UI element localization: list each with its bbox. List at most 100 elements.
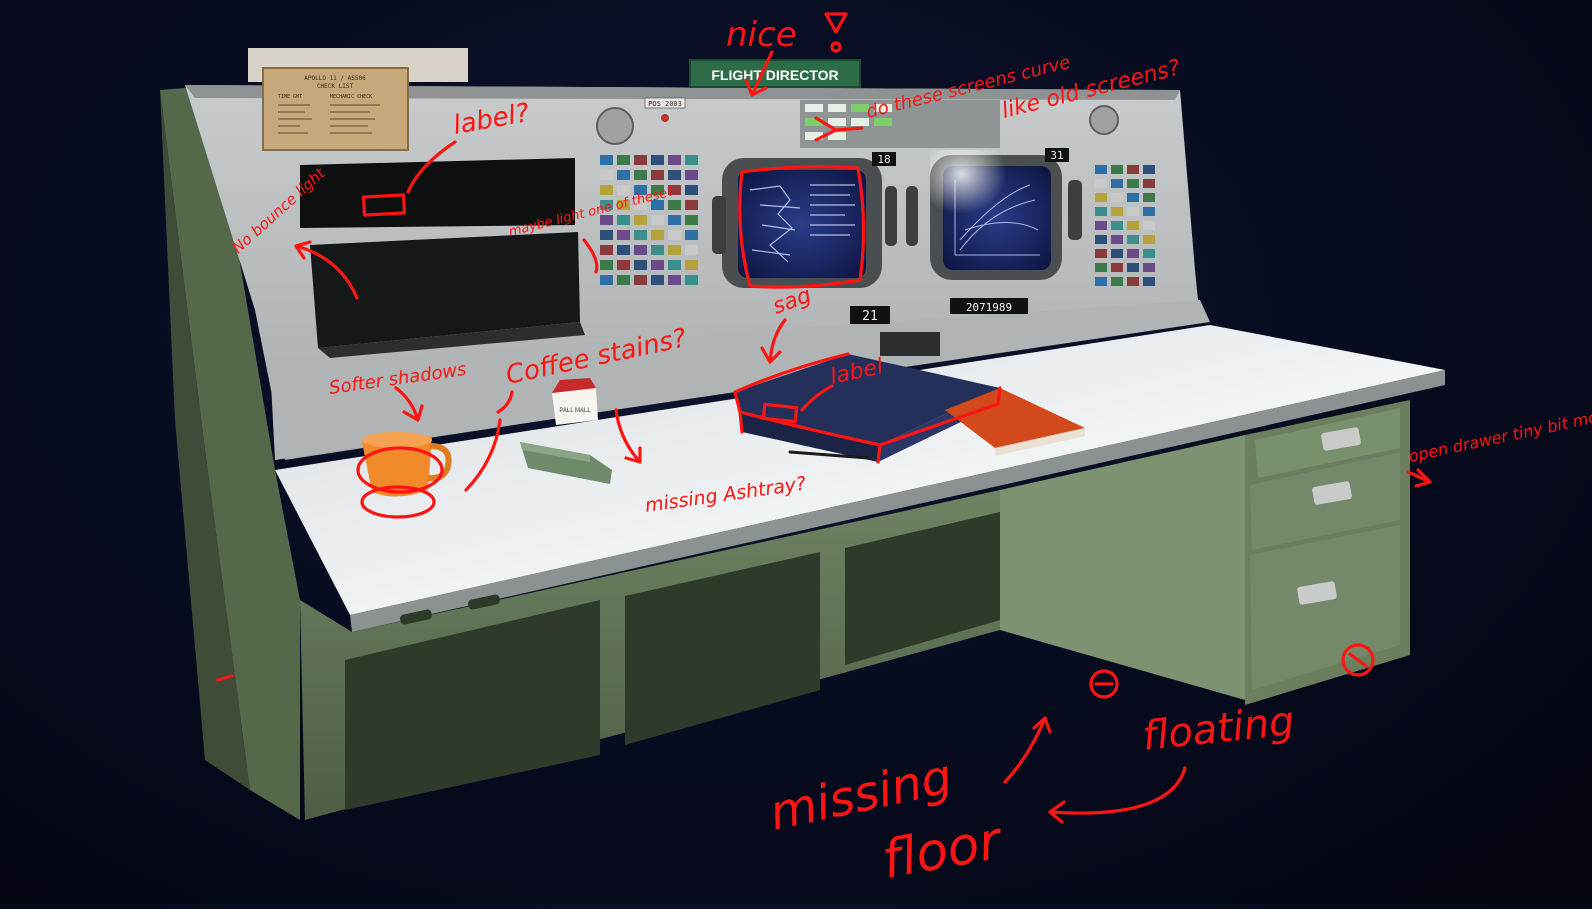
panel-button	[668, 170, 681, 180]
panel-button	[1127, 235, 1139, 244]
rotary-dial-left-icon	[596, 107, 634, 145]
checklist-col-left: TIME GMT	[278, 94, 302, 100]
counter-mid-small: 21	[862, 309, 878, 324]
pos-placard: POS 2003	[644, 97, 686, 122]
panel-button	[1095, 249, 1107, 258]
panel-button	[634, 230, 647, 240]
panel-button	[1127, 179, 1139, 188]
panel-button	[685, 185, 698, 195]
panel-button	[685, 215, 698, 225]
panel-button	[685, 200, 698, 210]
annotation-marks	[216, 12, 1432, 824]
panel-button	[668, 215, 681, 225]
checklist-subtitle: CHECK LIST	[317, 83, 354, 90]
panel-button	[1143, 165, 1155, 174]
panel-button	[1111, 193, 1123, 202]
panel-button	[1111, 235, 1123, 244]
panel-button	[600, 170, 613, 180]
panel-button	[1095, 221, 1107, 230]
panel-button	[668, 185, 681, 195]
panel-button	[668, 155, 681, 165]
panel-button	[1143, 207, 1155, 216]
panel-button	[617, 260, 630, 270]
panel-button	[600, 230, 613, 240]
checklist-plaque: APOLLO 11 / AS506 CHECK LIST TIME GMT ME…	[248, 48, 468, 151]
panel-button	[634, 185, 647, 195]
panel-button	[1111, 179, 1123, 188]
panel-button	[1143, 263, 1155, 272]
annotation-open-drawer: open drawer tiny bit more	[1407, 404, 1592, 466]
panel-button	[1095, 193, 1107, 202]
annotation-floating: floating	[1140, 698, 1296, 760]
annotation-floor: floor	[878, 810, 1009, 890]
panel-button	[651, 275, 664, 285]
panel-button	[651, 230, 664, 240]
panel-button	[685, 275, 698, 285]
stapler	[520, 442, 612, 484]
panel-button	[1127, 277, 1139, 286]
panel-button	[1111, 165, 1123, 174]
flight-director-sign: FLIGHT DIRECTOR	[689, 59, 861, 88]
panel-button	[1095, 165, 1107, 174]
panel-button	[600, 200, 613, 210]
panel-button	[651, 155, 664, 165]
panel-button	[1127, 193, 1139, 202]
panel-button	[1127, 263, 1139, 272]
panel-button	[668, 275, 681, 285]
panel-button	[651, 185, 664, 195]
panel-button	[617, 185, 630, 195]
panel-button	[651, 170, 664, 180]
panel-button	[600, 215, 613, 225]
pen	[788, 450, 870, 460]
counter-left-top: 18	[877, 153, 890, 166]
sign-text: FLIGHT DIRECTOR	[711, 67, 838, 83]
panel-button	[668, 230, 681, 240]
checklist-col-right: MECHANIC CHECK	[330, 94, 372, 100]
panel-button	[685, 170, 698, 180]
panel-button	[1127, 207, 1139, 216]
panel-button	[617, 245, 630, 255]
panel-button	[1095, 207, 1107, 216]
panel-button	[685, 245, 698, 255]
panel-button	[1111, 263, 1123, 272]
cigarette-pack-text: PALL MALL	[559, 408, 591, 414]
panel-button	[1127, 249, 1139, 258]
cabinet-front	[300, 490, 1000, 820]
panel-button	[634, 170, 647, 180]
panel-button	[1127, 165, 1139, 174]
panel-button	[1095, 179, 1107, 188]
crt-screen-right	[930, 150, 1062, 280]
counter-mid-long: 2071989	[966, 301, 1012, 314]
rotary-dial-right-icon	[1089, 105, 1119, 135]
panel-button	[651, 245, 664, 255]
panel-button	[600, 185, 613, 195]
panel-button	[1095, 263, 1107, 272]
panel-button	[651, 200, 664, 210]
panel-button	[600, 155, 613, 165]
panel-button	[651, 260, 664, 270]
panel-button	[634, 215, 647, 225]
panel-button	[617, 275, 630, 285]
panel-button	[1111, 277, 1123, 286]
panel-button	[685, 260, 698, 270]
panel-button	[617, 155, 630, 165]
panel-button	[1143, 179, 1155, 188]
top-switch-bank	[800, 100, 1000, 148]
right-button-matrix	[1095, 165, 1155, 286]
panel-button	[1111, 221, 1123, 230]
counter-displays: 18 31 21 2071989	[850, 148, 1069, 356]
panel-button	[634, 200, 647, 210]
panel-button	[1143, 249, 1155, 258]
panel-button	[600, 260, 613, 270]
annotation-nice: nice	[726, 15, 797, 55]
crt-screen-left	[722, 158, 882, 288]
counter-right-top: 31	[1050, 149, 1063, 162]
panel-button	[634, 155, 647, 165]
panel-button	[1111, 249, 1123, 258]
panel-button	[1143, 221, 1155, 230]
placard-text: POS 2003	[648, 100, 682, 108]
panel-button	[1095, 277, 1107, 286]
panel-button	[634, 275, 647, 285]
